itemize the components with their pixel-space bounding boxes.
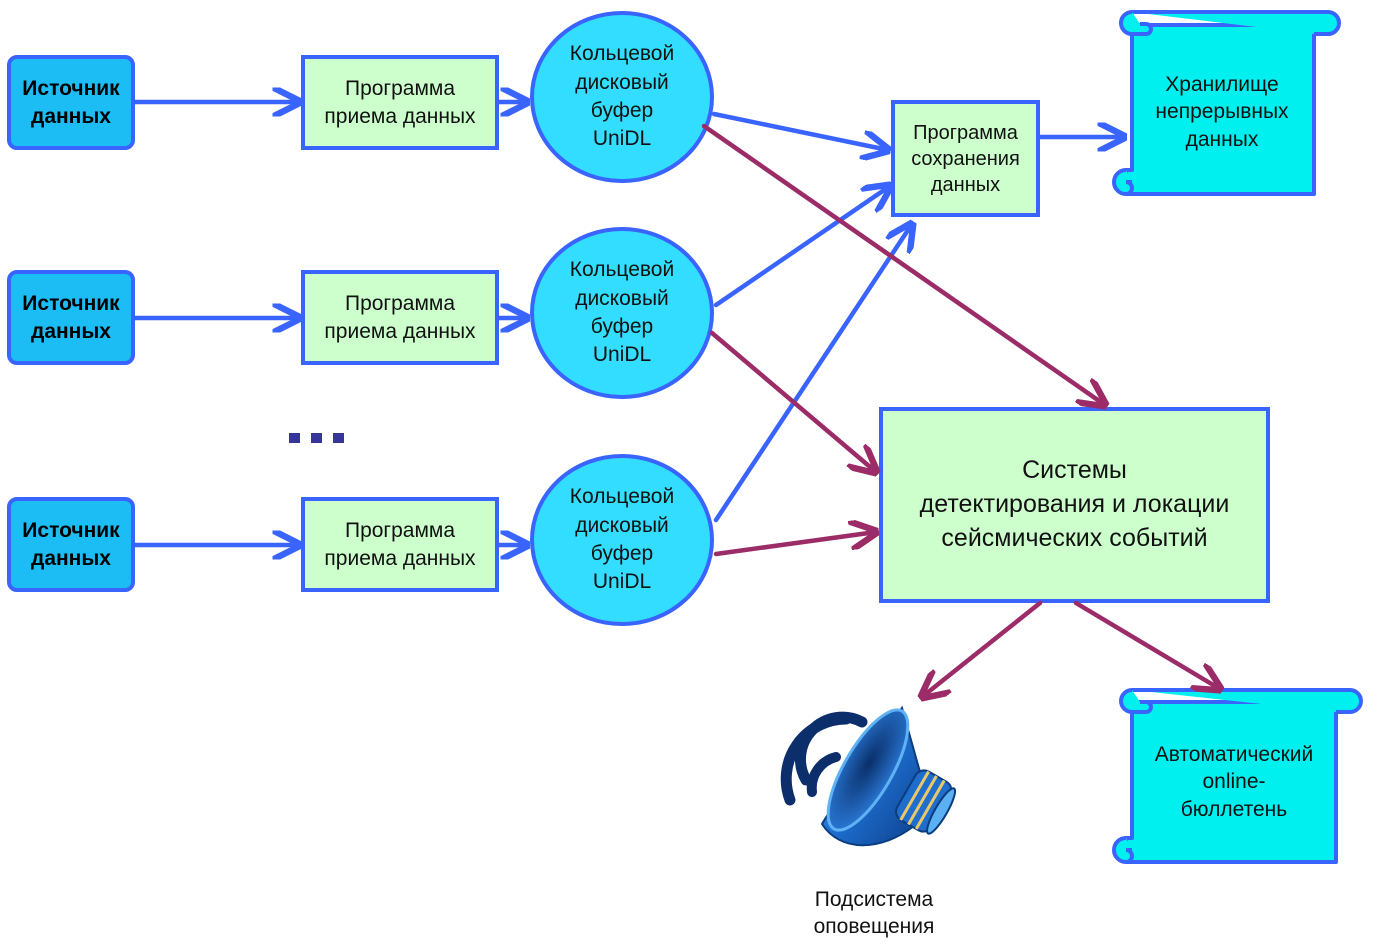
receiver-label-2: Программа приема данных bbox=[324, 292, 476, 343]
arrow-buffer-2-saver bbox=[713, 186, 890, 308]
arrow-detection-bulletin bbox=[1073, 600, 1220, 689]
storage-scroll bbox=[1112, 10, 1341, 197]
buffer-circle-2 bbox=[530, 227, 714, 399]
receiver-label-3: Программа приема данных bbox=[324, 519, 476, 570]
receiver-box-2 bbox=[301, 270, 499, 365]
arrow-buffer-1-detection bbox=[701, 123, 1105, 405]
bulletin-label: Автоматический online- бюллетень bbox=[1154, 743, 1314, 821]
buffer-circle-1 bbox=[530, 11, 714, 183]
buffer-circle-3 bbox=[530, 454, 714, 626]
arrow-buffer-3-detection bbox=[713, 532, 876, 557]
bulletin-scroll bbox=[1112, 688, 1363, 865]
saver-label: Программа сохранения данных bbox=[911, 121, 1020, 196]
arrow-buffer-1-saver bbox=[711, 111, 888, 150]
arrow-buffer-2-detection bbox=[709, 330, 876, 472]
ellipsis-dots bbox=[289, 433, 344, 443]
speaker-icon bbox=[780, 705, 957, 847]
alert-label: Подсистема оповещения bbox=[813, 887, 935, 938]
saver-box bbox=[891, 100, 1040, 217]
receiver-label-1: Программа приема данных bbox=[324, 77, 476, 128]
detection-label: Системы детектирования и локации сейсмич… bbox=[919, 456, 1230, 552]
detection-box bbox=[879, 407, 1270, 603]
buffer-label-3: Кольцевой дисковый буфер UniDL bbox=[569, 485, 675, 594]
receiver-box-3 bbox=[301, 497, 499, 592]
buffer-label-2: Кольцевой дисковый буфер UniDL bbox=[569, 258, 675, 367]
arrow-buffer-3-saver bbox=[713, 224, 912, 523]
storage-label: Хранилище непрерывных данных bbox=[1155, 73, 1289, 151]
buffer-label-1: Кольцевой дисковый буфер UniDL bbox=[569, 42, 675, 151]
source-label-1: Источник данных bbox=[22, 77, 120, 128]
source-label-3: Источник данных bbox=[22, 519, 120, 570]
source-label-2: Источник данных bbox=[22, 292, 120, 343]
arrow-detection-alert bbox=[922, 600, 1043, 697]
